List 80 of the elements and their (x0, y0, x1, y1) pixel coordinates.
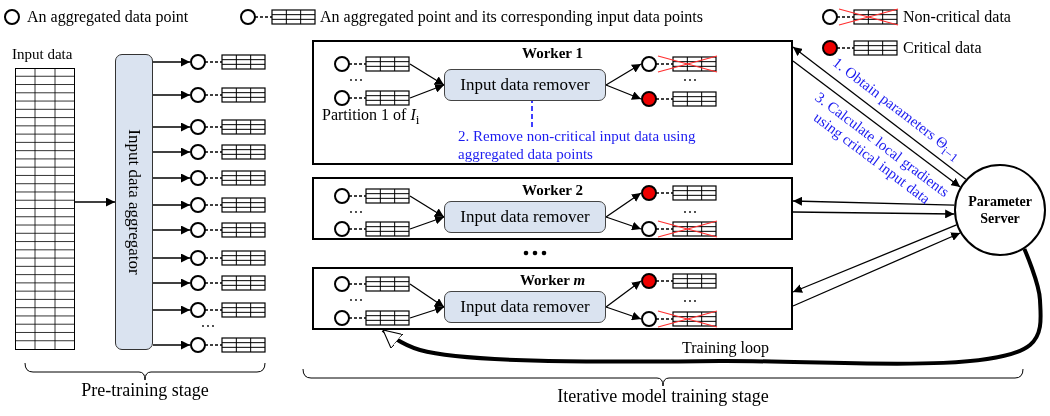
arrow (74, 197, 116, 207)
worker-panel (312, 40, 793, 165)
aggregated-point-drawing (334, 220, 410, 238)
aggregated-point-drawing (190, 221, 266, 239)
remover-box (444, 69, 606, 101)
arrow (152, 305, 191, 315)
node-label: Input data remover (460, 297, 590, 317)
aggregated-point-drawing (190, 274, 266, 292)
text-label: Iterative model training stage (556, 386, 770, 407)
aggregated-point-drawing (334, 275, 410, 293)
arrow (152, 253, 191, 263)
aggregated-point-drawing (641, 55, 717, 73)
arrow (152, 200, 191, 210)
text-label: Partition 1 of I$_{i}$ (322, 106, 420, 129)
aggregated-point-drawing (190, 196, 266, 214)
arrow (152, 278, 191, 288)
arrow (152, 340, 191, 350)
edge-label: Training loop (680, 339, 771, 357)
legend-text: An aggregated point and its corresponding input data points (320, 8, 704, 26)
arrow (381, 248, 1043, 366)
arrow (409, 215, 445, 230)
arrow (792, 224, 958, 293)
arrow (409, 84, 445, 99)
node-label: Input data aggregator (124, 129, 144, 275)
aggregated-point-drawing (334, 55, 410, 73)
arrow (152, 147, 191, 157)
aggregated-point-drawing (190, 86, 266, 104)
worker-panel (312, 267, 793, 330)
aggregated-point-drawing (334, 89, 410, 107)
arrow (605, 306, 642, 321)
aggregated-point-drawing (190, 169, 266, 187)
aggregated-point-drawing (190, 301, 266, 319)
node-label: Parameter Server (967, 193, 1033, 227)
arrow (152, 173, 191, 183)
aggregated-point-drawing (641, 184, 717, 202)
aggregated-point-drawing (190, 53, 266, 71)
legend-text: Critical data (903, 39, 982, 57)
aggregated-point-drawing (641, 310, 717, 328)
aggregated-point-drawing (190, 336, 266, 354)
aggregated-point-drawing (334, 309, 410, 327)
arrow (792, 46, 967, 180)
arrow (152, 57, 191, 67)
arrow (792, 232, 961, 307)
legend-text: Non-critical data (903, 8, 1011, 26)
remover-box (444, 201, 606, 233)
worker-panel (312, 177, 793, 240)
aggregated-point-drawing (190, 118, 266, 136)
arrow (605, 216, 642, 231)
table-heading: Input data (12, 46, 73, 63)
legend-text: An aggregated data point (27, 8, 189, 26)
aggregated-point-drawing (190, 143, 266, 161)
aggregated-point-drawing (641, 220, 717, 238)
table-drawing (15, 68, 75, 350)
arrow (792, 196, 955, 206)
arrow (409, 305, 445, 319)
aggregated-point-drawing (334, 187, 410, 205)
arrow (792, 60, 961, 188)
server-circle (954, 164, 1046, 256)
arrow (152, 122, 191, 132)
aggregated-point-drawing (641, 272, 717, 290)
leader-line (531, 100, 533, 128)
arrow (605, 84, 642, 100)
arrow (605, 280, 642, 308)
remover-box (444, 291, 606, 323)
node-label: Input data remover (460, 75, 590, 95)
arrow (605, 63, 642, 86)
worker-title: Worker 1 (521, 45, 584, 61)
arrow (605, 192, 642, 218)
arrow (792, 209, 955, 219)
arrow (152, 225, 191, 235)
worker-title: Worker m (518, 272, 587, 288)
node-label: Input data remover (460, 207, 590, 227)
worker-title: Worker 2 (521, 182, 584, 198)
text-label: Pre-training stage (80, 380, 210, 401)
arrow (152, 90, 191, 100)
annotation-text: 2. Remove non-critical input data using aggregated data points (458, 127, 697, 163)
aggregator-box (115, 54, 153, 350)
aggregated-point-drawing (641, 90, 717, 108)
aggregated-point-drawing (190, 249, 266, 267)
arrow (409, 63, 445, 86)
